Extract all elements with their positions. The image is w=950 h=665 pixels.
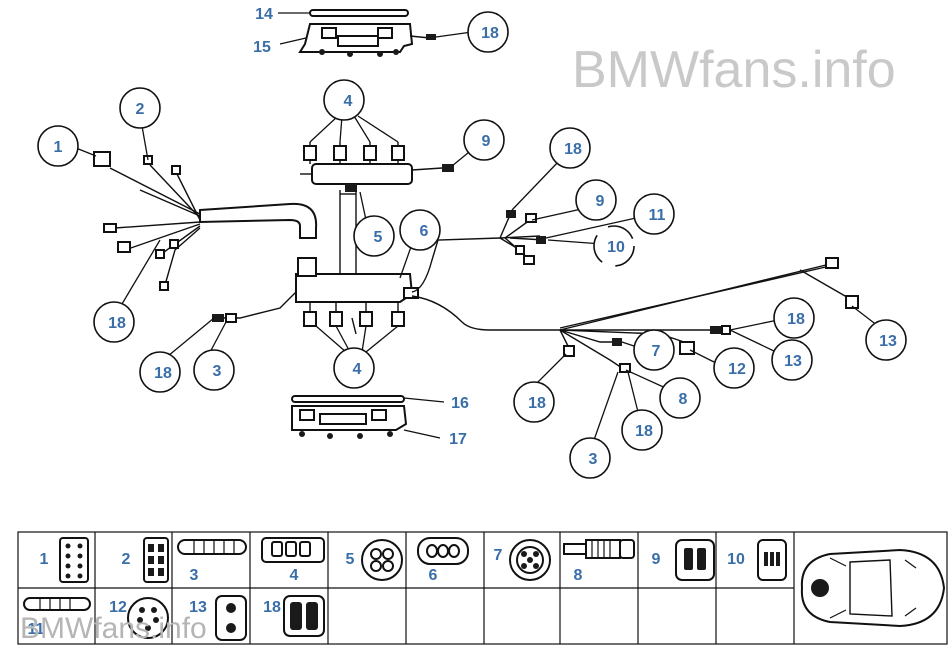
lower-connector-rail: [295, 257, 419, 335]
callout-18-lower-left: 18: [139, 351, 181, 393]
svg-text:3: 3: [589, 451, 598, 468]
connector-3pin-small-icon: [757, 539, 787, 581]
callout-1: 1: [37, 125, 79, 167]
callout-2: 2: [119, 87, 161, 129]
label-16: 16: [451, 395, 469, 412]
gasket-bottom: [291, 395, 405, 403]
callout-7: 7: [633, 329, 675, 371]
svg-text:18: 18: [481, 25, 499, 42]
callout-9-right: 9: [575, 179, 617, 221]
legend-num-4: 4: [290, 567, 299, 584]
round-5pin-plug-icon: [509, 539, 551, 581]
svg-text:13: 13: [879, 333, 897, 350]
callout-5: 5: [353, 215, 395, 257]
svg-text:7: 7: [652, 343, 661, 360]
legend-num-9: 9: [652, 551, 661, 568]
connector-2pin-icon: [675, 539, 715, 581]
svg-text:9: 9: [482, 133, 491, 150]
legend-num-18: 18: [263, 599, 281, 616]
legend-num-5: 5: [346, 551, 355, 568]
svg-text:1: 1: [54, 139, 63, 156]
svg-text:5: 5: [374, 229, 383, 246]
svg-text:6: 6: [420, 223, 429, 240]
legend-num-11: 11: [28, 621, 45, 638]
callout-11: 11: [633, 193, 675, 235]
cable-sleeve-icon: [177, 539, 247, 555]
svg-text:3: 3: [213, 363, 222, 380]
callout-6: 6: [399, 209, 441, 251]
callout-18-bottom-center: 18: [513, 381, 555, 423]
connector-12pin-icon: [59, 537, 89, 583]
round-4pin-plug-icon: [361, 539, 403, 581]
svg-text:18: 18: [108, 315, 126, 332]
label-17: 17: [449, 431, 467, 448]
legend-num-10: 10: [727, 551, 745, 568]
round-multipin-plug-icon: [127, 597, 169, 639]
connector-6pin-icon: [143, 537, 169, 583]
legend-table: 1 2 3 4 5 6 7 8 9 10 11 12 13 18: [17, 531, 948, 645]
watermark-bottom: BMWfans.info: [20, 612, 207, 645]
callout-3-right: 3: [569, 437, 611, 479]
svg-text:8: 8: [679, 391, 688, 408]
svg-text:9: 9: [596, 193, 605, 210]
connector-2pin-housing-icon: [283, 595, 325, 637]
svg-text:11: 11: [649, 207, 666, 224]
legend-num-3: 3: [190, 567, 199, 584]
bellows-boot-icon: [563, 539, 635, 559]
callout-18-right: 18: [773, 297, 815, 339]
callout-18-bottom-right: 18: [621, 409, 663, 451]
connector-3pin-icon: [261, 537, 325, 563]
svg-text:10: 10: [607, 239, 625, 256]
car-topview-icon: [800, 548, 946, 628]
legend-num-7: 7: [494, 547, 503, 564]
callout-4-top: 4: [323, 79, 365, 121]
callout-18-upper-right: 18: [549, 127, 591, 169]
callout-13-far-right: 13: [865, 319, 907, 361]
oval-3pin-plug-icon: [417, 537, 469, 565]
callout-3-left: 3: [193, 349, 235, 391]
svg-text:4: 4: [353, 361, 362, 378]
right-upper-branch: [411, 210, 546, 293]
svg-text:13: 13: [784, 353, 802, 370]
callout-18-top: 18: [467, 11, 509, 53]
legend-num-6: 6: [429, 567, 438, 584]
callout-9-top: 9: [463, 119, 505, 161]
legend-num-8: 8: [574, 567, 583, 584]
upper-connector-rail: [300, 142, 454, 192]
svg-text:12: 12: [728, 361, 746, 378]
svg-text:18: 18: [154, 365, 172, 382]
callout-4-bottom: 4: [333, 347, 375, 389]
label-15: 15: [253, 39, 271, 56]
cover-top: [298, 23, 436, 57]
legend-num-1: 1: [40, 551, 49, 568]
label-14: 14: [255, 6, 273, 23]
gasket-top: [309, 9, 409, 17]
legend-num-13: 13: [189, 599, 207, 616]
legend-num-2: 2: [122, 551, 131, 568]
right-main-harness: [411, 257, 859, 373]
callout-18-left: 18: [93, 301, 135, 343]
svg-text:18: 18: [787, 311, 805, 328]
left-lower-branch: [212, 291, 297, 323]
legend-num-12: 12: [109, 599, 127, 616]
svg-text:4: 4: [344, 93, 353, 110]
svg-text:18: 18: [528, 395, 546, 412]
svg-text:18: 18: [635, 423, 653, 440]
cover-bottom: [291, 405, 408, 439]
double-connector-icon: [215, 595, 247, 641]
callout-8: 8: [659, 377, 701, 419]
callout-13-right: 13: [771, 339, 813, 381]
left-harness-branch: [93, 151, 318, 291]
callout-12: 12: [713, 347, 755, 389]
svg-text:18: 18: [564, 141, 582, 158]
svg-text:2: 2: [136, 101, 145, 118]
watermark-top: BMWfans.info: [572, 41, 896, 99]
callout-10: 10: [593, 225, 635, 267]
bellows-short-icon: [23, 597, 91, 611]
